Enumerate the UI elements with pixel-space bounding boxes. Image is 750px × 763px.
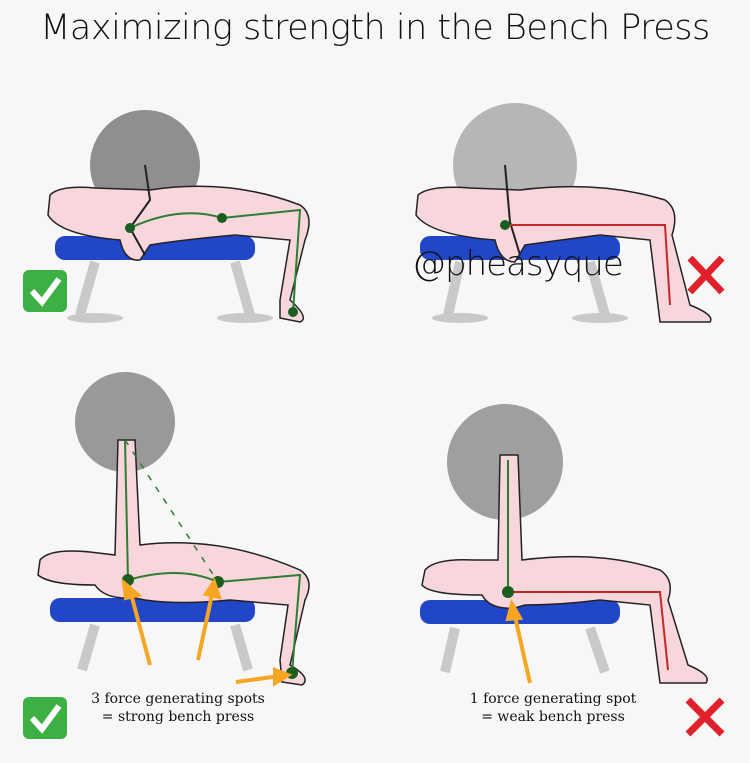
bench [50,598,255,622]
lifter-body [421,454,708,684]
arrow-icon [121,577,293,687]
lifter-body [47,185,310,323]
panel-bottom-left [23,372,310,739]
check-icon [23,697,67,739]
barbell-plate [75,372,175,472]
caption-line: 3 force generating spots [91,691,265,707]
watermark: @pheasyque [412,244,624,284]
bench [55,236,255,260]
caption-weak: 1 force generating spot = weak bench pre… [453,690,653,726]
bench-legs [75,260,255,317]
arrow-icon [505,598,532,684]
lifter-body [415,185,712,323]
caption-line: = weak bench press [481,709,625,725]
page-title: Maximizing strength in the Bench Press [40,8,710,48]
bench [420,600,620,624]
caption-line: = strong bench press [101,709,255,725]
caption-line: 1 force generating spot [469,691,637,707]
panel-top-left [23,110,310,323]
lifter-body [37,439,310,686]
caption-strong: 3 force generating spots = strong bench … [78,690,278,726]
cross-icon [687,255,725,295]
panel-top-right [415,103,725,323]
panel-bottom-right [420,404,725,737]
check-icon [23,270,67,312]
cross-icon [685,697,725,737]
